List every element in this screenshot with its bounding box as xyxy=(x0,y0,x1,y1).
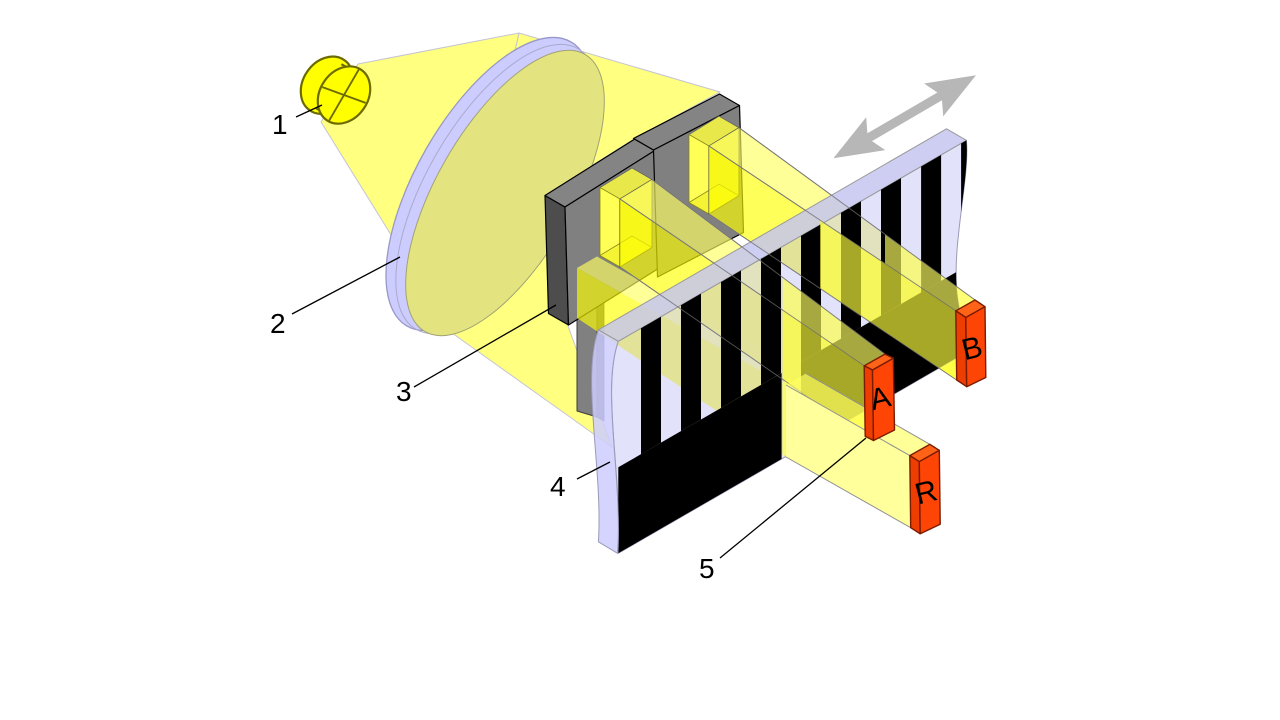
svg-text:2: 2 xyxy=(270,308,286,339)
svg-text:4: 4 xyxy=(550,471,566,502)
svg-text:5: 5 xyxy=(699,553,715,584)
svg-text:3: 3 xyxy=(396,376,412,407)
svg-text:1: 1 xyxy=(272,109,288,140)
